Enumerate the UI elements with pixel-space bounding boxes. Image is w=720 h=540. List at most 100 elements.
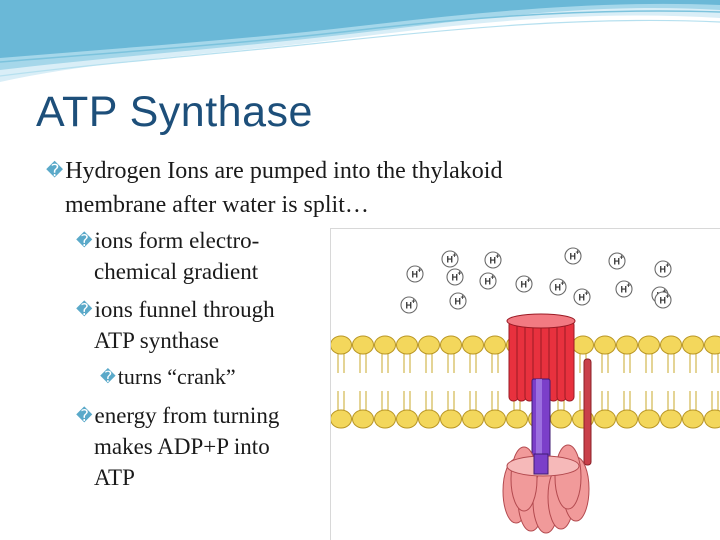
bullet-text: energy from turning xyxy=(94,403,280,428)
ion-label: H xyxy=(406,301,413,311)
lipid-head xyxy=(374,335,396,355)
ion-circle xyxy=(479,272,497,290)
ion-label: H xyxy=(447,255,454,265)
ion-label: H xyxy=(452,273,459,283)
ion-charge: + xyxy=(627,283,631,290)
bullet-marker-icon: � xyxy=(76,231,93,250)
bullet-continuation: chemical gradient xyxy=(94,259,259,284)
ion-circle xyxy=(654,260,672,278)
ion-charge: + xyxy=(491,275,495,282)
hydrogen-ion-icon: H+ xyxy=(564,247,582,265)
ion-circle xyxy=(608,252,626,270)
ion-label: H xyxy=(412,270,419,280)
bullet-text: Hydrogen Ions are pumped into the thylak… xyxy=(65,158,503,184)
lipid-head xyxy=(704,335,720,355)
c-ring-top xyxy=(506,313,576,329)
ion-label: H xyxy=(555,283,562,293)
bullet-text: turns “crank” xyxy=(117,364,236,389)
ion-charge: + xyxy=(576,250,580,257)
atp-synthase-diagram: H+H+H+H+H+H+H+H+H+H+H+H+H+H+H+H+ xyxy=(330,228,720,540)
hydrogen-ion-icon: H+ xyxy=(573,288,591,306)
lipid-head xyxy=(506,409,528,429)
hydrogen-ion-icon: H+ xyxy=(441,250,459,268)
sub-bullet-item: �energy from turning xyxy=(76,403,279,429)
ion-label: H xyxy=(579,293,586,303)
lipid-head xyxy=(440,409,462,429)
hydrogen-ion-icon: H+ xyxy=(654,291,672,309)
ion-label: H xyxy=(490,256,497,266)
bullet-marker-icon: � xyxy=(76,406,93,425)
ion-circle xyxy=(515,275,533,293)
sub-bullet-item: �ions funnel through xyxy=(76,297,275,323)
lipid-head xyxy=(440,335,462,355)
lipid-head xyxy=(462,409,484,429)
ion-circle xyxy=(573,288,591,306)
ion-circle xyxy=(564,247,582,265)
hydrogen-ion-icon: H+ xyxy=(549,278,567,296)
ion-circle xyxy=(441,250,459,268)
lipid-head xyxy=(418,409,440,429)
ion-label: H xyxy=(621,285,628,295)
bullet-item: �Hydrogen Ions are pumped into the thyla… xyxy=(46,158,502,185)
ion-charge: + xyxy=(620,255,624,262)
ion-label: H xyxy=(521,280,528,290)
ion-circle xyxy=(615,280,633,298)
ion-charge: + xyxy=(412,299,416,306)
hydrogen-ion-icon: H+ xyxy=(406,265,424,283)
hydrogen-ion-icon: H+ xyxy=(484,251,502,269)
ion-circle xyxy=(400,296,418,314)
ion-charge: + xyxy=(527,278,531,285)
gamma-subunit xyxy=(533,453,549,475)
lipid-head xyxy=(396,335,418,355)
ion-circle xyxy=(406,265,424,283)
ion-label: H xyxy=(660,265,667,275)
hydrogen-ion-icon: H+ xyxy=(400,296,418,314)
hydrogen-ion-icon: H+ xyxy=(449,292,467,310)
f1-subunit xyxy=(554,444,582,510)
ion-charge: + xyxy=(458,271,462,278)
hydrogen-ion-icon: H+ xyxy=(608,252,626,270)
header-wave-decoration xyxy=(0,0,720,82)
lipid-head xyxy=(374,409,396,429)
bullet-marker-icon: � xyxy=(76,300,93,319)
ion-label: H xyxy=(570,252,577,262)
hydrogen-ion-icon: H+ xyxy=(654,260,672,278)
sub-bullet-item: �ions form electro- xyxy=(76,228,259,254)
bullet-continuation: membrane after water is split… xyxy=(65,192,369,218)
ion-label: H xyxy=(614,257,621,267)
lipid-head xyxy=(331,409,352,429)
lipid-head xyxy=(550,409,572,429)
lipid-head xyxy=(418,335,440,355)
atp-synthase-enzyme xyxy=(502,313,592,534)
bullet-text: ions form electro- xyxy=(94,228,260,253)
lipid-head xyxy=(616,409,638,429)
hydrogen-ion-icon: H+ xyxy=(479,272,497,290)
lipid-head xyxy=(704,409,720,429)
bullet-text: ions funnel through xyxy=(94,297,275,322)
bullet-marker-icon: � xyxy=(100,368,116,386)
lipid-head xyxy=(638,409,660,429)
ion-circle xyxy=(446,268,464,286)
bullet-marker-icon: � xyxy=(46,160,64,180)
lipid-head xyxy=(638,335,660,355)
ion-charge: + xyxy=(461,295,465,302)
lipid-head xyxy=(484,335,506,355)
ion-circle xyxy=(449,292,467,310)
hydrogen-ion-icon: H+ xyxy=(615,280,633,298)
lipid-head xyxy=(682,409,704,429)
lipid-head xyxy=(396,409,418,429)
ion-charge: + xyxy=(496,254,500,261)
bullet-continuation: makes ADP+P into xyxy=(94,434,270,459)
ion-label: H xyxy=(485,277,492,287)
ion-charge: + xyxy=(418,268,422,275)
lipid-head xyxy=(484,409,506,429)
lipid-head xyxy=(594,409,616,429)
central-stalk-highlight xyxy=(536,379,542,461)
lipid-head xyxy=(594,335,616,355)
hydrogen-ions: H+H+H+H+H+H+H+H+H+H+H+H+H+H+H+H+ xyxy=(400,247,672,314)
lipid-head xyxy=(572,335,594,355)
lipid-head xyxy=(352,409,374,429)
bullet-continuation: ATP synthase xyxy=(94,328,220,353)
